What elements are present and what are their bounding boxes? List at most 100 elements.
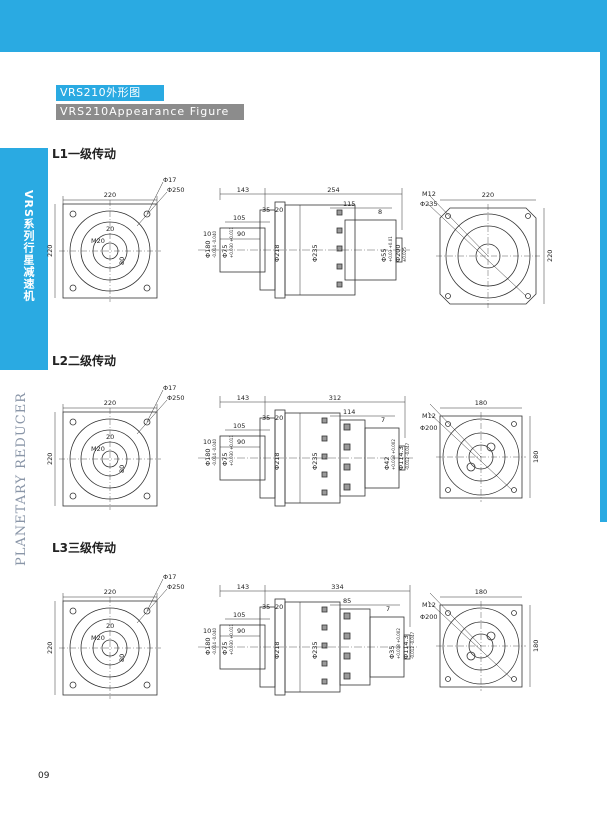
- sec2-side-mid2-label: Φ235: [311, 452, 319, 470]
- sec3-side-out1-label: Φ35: [388, 646, 396, 659]
- sec2-side-out2-label: Φ114.3: [397, 446, 405, 470]
- sec3-side-bolt-1: [321, 624, 328, 631]
- sec3-side-bolt-3: [321, 660, 328, 667]
- sec2-side-shaft-label: Φ180: [204, 448, 212, 466]
- sec3-side-key-tol: +0.030 +0.011: [229, 624, 234, 655]
- sec3-back-tap-2: [445, 676, 451, 682]
- sec3-side-key-label: Φ75: [221, 642, 229, 655]
- sec2-side-s105-label: 105: [233, 422, 245, 430]
- sec3-side-out2-tol: -0.012 -0.047: [410, 631, 415, 659]
- sec1-side-out2-tol: ±0.025: [402, 247, 407, 262]
- sec1-side-len2-label: 254: [327, 186, 339, 194]
- sec3-back-tap-3: [511, 676, 517, 682]
- sec2-side-out1-label: Φ42: [383, 457, 391, 470]
- sec3-back-tap-1: [511, 610, 517, 616]
- sec3-back-leader-m: [429, 592, 482, 647]
- section-heading-l1: L1一级传动: [52, 147, 116, 161]
- sec3-side-shaft-label: Φ180: [204, 637, 212, 655]
- sec2-side-out2-tol: -0.012 -0.047: [405, 442, 410, 470]
- sec2-side-stage2-bolt-0: [343, 423, 351, 431]
- sec1-side-shaft-label: Φ180: [204, 240, 212, 258]
- sec3-face-height-label: 220: [46, 642, 54, 654]
- sec3-back-width-label: 180: [475, 588, 487, 596]
- page-number: 09: [38, 771, 50, 781]
- title-en-tag: VRS210Appearance Figure: [56, 104, 244, 120]
- sec1-side-s115-label: 115: [343, 200, 355, 208]
- sec3-face-bolt-hole-0: [69, 607, 77, 615]
- sec1-side-mid1-label: Φ218: [273, 244, 281, 262]
- sec2-face-bolt-hole-3: [143, 492, 151, 500]
- sec2-side-bolt-4: [321, 489, 328, 496]
- sec3-back-height-label: 180: [532, 640, 540, 652]
- sec2-back-height-label: 180: [532, 451, 540, 463]
- sec1-face-dim-b-label: 80: [118, 257, 126, 265]
- sec3-side-s8-label: 7: [386, 605, 390, 613]
- sec3-face-dim-a-label: 20: [106, 622, 114, 630]
- sec3-back-tap-0: [445, 610, 451, 616]
- sec1-face-d1-label: Φ17: [163, 176, 176, 184]
- sec2-side-s90-label: 90: [237, 438, 245, 446]
- sec2-face-leader-d2: [136, 399, 168, 435]
- sec2-face-width-label: 220: [104, 399, 116, 407]
- sec3-face-leader-d1: [146, 578, 164, 612]
- sec2-face-height-label: 220: [46, 453, 54, 465]
- sec1-side-out2-label: Φ200: [394, 244, 402, 262]
- sec1-back-leader-d: [427, 203, 527, 297]
- sec3-side-bolt-0: [321, 606, 328, 613]
- sec1-face-width-label: 220: [104, 191, 116, 199]
- sec1-back-d-label: Φ235: [420, 200, 438, 208]
- sec2-face-bolt-hole-0: [69, 418, 77, 426]
- sec1-back-m-label: M12: [422, 190, 436, 198]
- sec2-side-bolt-2: [321, 453, 328, 460]
- sec1-side-s8-label: 8: [378, 208, 382, 216]
- sec1-side-mid2-label: Φ235: [311, 244, 319, 262]
- sec3-side-s105-label: 105: [233, 611, 245, 619]
- sec1-back-tap-0: [445, 213, 451, 219]
- sidebar-series-cn: VRS系列行星减速机: [22, 190, 35, 302]
- sec2-back-leader-m: [429, 403, 482, 458]
- right-accent-strip: [600, 52, 607, 522]
- sec1-side-bolt-0: [336, 209, 343, 216]
- sec3-side-s90-label: 90: [237, 627, 245, 635]
- sec3-side-stage2-bolt-3: [343, 672, 351, 680]
- sec1-side-overall-label: 143: [237, 186, 249, 194]
- sec3-side-overall-label: 143: [237, 583, 249, 591]
- sec1-face-dim-a-label: 20: [106, 225, 114, 233]
- sec2-back-d-label: Φ200: [420, 424, 438, 432]
- sec1-back-tap-3: [525, 293, 531, 299]
- sec3-back-hole-b: [466, 651, 476, 661]
- sec3-side-stage2-bolt-0: [343, 612, 351, 620]
- sec3-side-mid1-label: Φ218: [273, 641, 281, 659]
- sec2-side-bolt-1: [321, 435, 328, 442]
- sec1-back-flange: [439, 207, 537, 305]
- sec2-face-flange: [62, 411, 158, 507]
- sec3-side-mid2-label: Φ235: [311, 641, 319, 659]
- sec1-back-tap-2: [445, 293, 451, 299]
- sec2-side-stage2-bolt-3: [343, 483, 351, 491]
- sec3-face-bolt-hole-1: [143, 607, 151, 615]
- sec3-side-stage2-bolt-2: [343, 652, 351, 660]
- sec2-face-bolt-label: M20: [91, 445, 105, 453]
- sec1-back-width-label: 220: [482, 191, 494, 199]
- sec3-side-out1-tol: +0.018 +0.002: [396, 628, 401, 659]
- sec2-back-tap-3: [511, 487, 517, 493]
- sidebar-band: [0, 148, 48, 370]
- sec2-back-tap-0: [445, 421, 451, 427]
- sec1-side-key-tol: +0.030 +0.011: [229, 227, 234, 258]
- sec3-side-s10-label: 10: [203, 627, 211, 635]
- sec2-back-width-label: 180: [475, 399, 487, 407]
- sec3-side-bolt-4: [321, 678, 328, 685]
- sec3-back-hole-a: [486, 631, 496, 641]
- sec2-side-len2-label: 312: [329, 394, 341, 402]
- sec2-face-bolt-hole-1: [143, 418, 151, 426]
- sec2-side-overall-label: 143: [237, 394, 249, 402]
- sec2-side-bolt-3: [321, 471, 328, 478]
- sec3-face-d2-label: Φ250: [167, 583, 185, 591]
- sec2-side-mid1-label: Φ218: [273, 452, 281, 470]
- sec2-face-bolt-hole-2: [69, 492, 77, 500]
- section-heading-l3: L3三级传动: [52, 541, 116, 555]
- sec2-side-stage2-bolt-2: [343, 463, 351, 471]
- sec1-side-out1-label: Φ55: [380, 249, 388, 262]
- sec1-side-s10-label: 10: [203, 230, 211, 238]
- sec3-face-leader-d2: [136, 588, 168, 624]
